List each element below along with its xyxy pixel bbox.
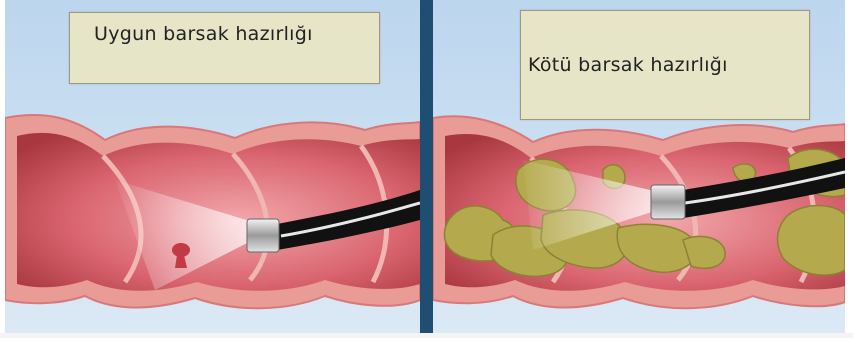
- panel-good-prep: Uygun barsak hazırlığı: [5, 0, 420, 333]
- divider: [420, 0, 433, 333]
- caption-good-prep: Uygun barsak hazırlığı: [69, 12, 380, 84]
- polyp: [172, 243, 190, 257]
- panel-poor-prep: Kötü barsak hazırlığı: [433, 0, 845, 333]
- caption-poor-prep: Kötü barsak hazırlığı: [520, 10, 810, 120]
- bottom-band: [0, 333, 853, 338]
